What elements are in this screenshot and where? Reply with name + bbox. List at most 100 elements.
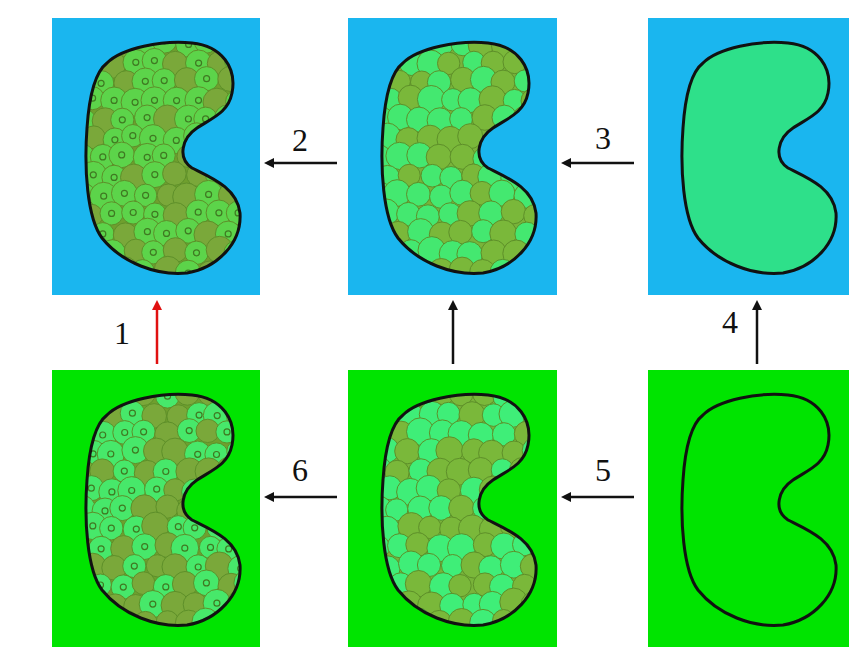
nucleus	[130, 210, 136, 216]
nucleus	[151, 58, 157, 64]
nucleus	[140, 268, 146, 274]
nucleus	[185, 116, 191, 122]
nucleus	[186, 428, 192, 434]
nucleus	[256, 525, 262, 531]
cell	[535, 498, 557, 520]
nucleus	[100, 154, 106, 160]
cell	[502, 478, 527, 503]
cell	[532, 28, 559, 55]
cell	[375, 595, 398, 618]
nucleus	[255, 562, 261, 568]
cell	[216, 421, 238, 443]
nucleus	[121, 190, 127, 196]
nucleus	[164, 230, 170, 236]
nucleus	[119, 117, 125, 123]
cell	[248, 400, 276, 428]
cell	[245, 200, 270, 225]
cell	[238, 611, 266, 639]
panel	[648, 370, 849, 647]
cell	[534, 222, 560, 248]
cell	[70, 573, 95, 598]
nucleus	[161, 78, 167, 84]
callout-number: 5	[595, 454, 611, 486]
cell	[217, 259, 241, 283]
nucleus	[249, 622, 255, 628]
nucleus	[101, 193, 107, 199]
nucleus	[161, 152, 167, 158]
nucleus	[182, 545, 188, 551]
nucleus	[80, 193, 86, 199]
nucleus	[163, 584, 169, 590]
nucleus	[175, 524, 181, 530]
nucleus	[194, 250, 200, 256]
cell	[545, 556, 567, 578]
cell	[492, 144, 515, 167]
cell	[530, 456, 558, 484]
cell	[247, 437, 275, 465]
nucleus	[196, 97, 202, 103]
cell	[248, 592, 274, 618]
nucleus	[112, 137, 118, 143]
nucleus	[109, 489, 115, 495]
cell	[81, 238, 104, 261]
nucleus	[79, 618, 85, 624]
cell	[217, 497, 242, 522]
panel	[52, 18, 275, 298]
nucleus	[111, 97, 117, 103]
nucleus	[142, 544, 148, 550]
nucleus	[206, 191, 212, 197]
nucleus	[224, 619, 230, 625]
cell	[543, 517, 565, 539]
nucleus	[90, 523, 96, 529]
nucleus	[259, 411, 265, 417]
blob-outline	[682, 394, 836, 625]
nucleus	[234, 99, 240, 105]
nucleus	[141, 429, 147, 435]
nucleus	[205, 507, 211, 513]
tissue-ground	[52, 370, 262, 650]
nucleus	[259, 175, 265, 181]
nucleus	[108, 451, 114, 457]
cell	[227, 479, 250, 502]
cell	[198, 382, 222, 406]
nucleus	[88, 485, 94, 491]
cell	[195, 144, 222, 171]
cell	[532, 422, 558, 448]
cell	[490, 259, 515, 284]
cell	[238, 219, 263, 244]
nucleus	[225, 231, 231, 237]
cell	[239, 532, 265, 558]
blob-outline	[86, 42, 240, 273]
nucleus	[214, 171, 220, 177]
nucleus	[132, 99, 138, 105]
cell	[533, 259, 559, 285]
nucleus	[224, 115, 230, 121]
nucleus	[144, 154, 150, 160]
nucleus	[150, 601, 156, 607]
nucleus	[247, 229, 253, 235]
nucleus	[144, 115, 150, 121]
cell	[545, 127, 570, 152]
nucleus	[258, 602, 264, 608]
nucleus	[195, 209, 201, 215]
cell	[237, 455, 265, 483]
cell	[216, 143, 239, 166]
nucleus	[109, 210, 115, 216]
cell	[90, 386, 112, 408]
nucleus	[247, 507, 253, 513]
cell	[216, 381, 240, 405]
cell	[524, 161, 549, 186]
cell	[512, 610, 535, 633]
nucleus	[214, 413, 220, 419]
cell	[512, 144, 536, 168]
cell	[237, 418, 263, 444]
nucleus	[196, 60, 202, 66]
tissue-ground	[348, 370, 558, 650]
nucleus	[152, 97, 158, 103]
panel	[348, 370, 572, 650]
nucleus	[150, 249, 156, 255]
cell	[543, 591, 569, 617]
nucleus	[133, 59, 139, 65]
cell	[509, 458, 535, 484]
nucleus	[258, 61, 264, 67]
